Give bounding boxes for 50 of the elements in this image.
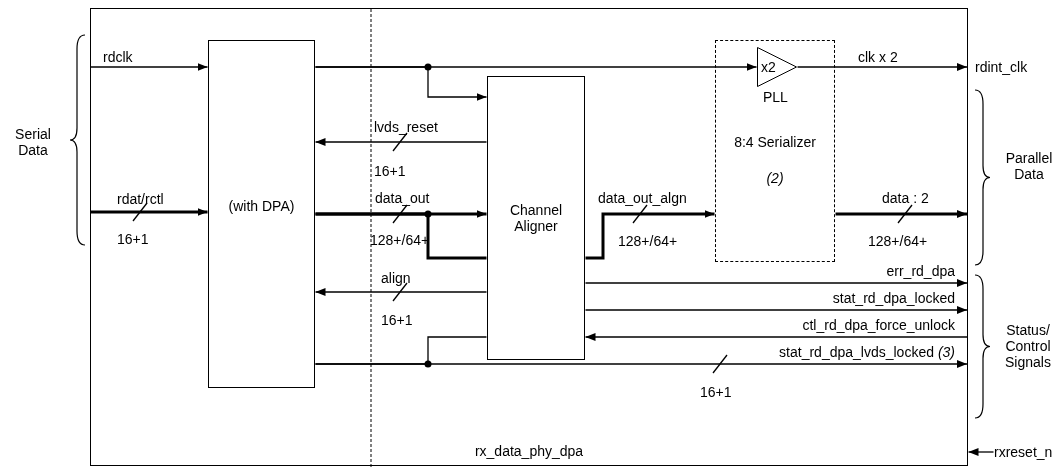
signal-arrow: [91, 208, 208, 216]
block-label: Channel Aligner: [508, 202, 564, 234]
signal-arrow: [585, 210, 715, 260]
signal-label: rdat/rctl: [117, 191, 164, 207]
signal-arrow: [90, 63, 209, 71]
aligner-block: [487, 76, 585, 360]
signal-label: err_rd_dpa: [886, 263, 955, 279]
signal-arrow: [835, 210, 967, 218]
bus-width-label: 16+1: [117, 231, 149, 247]
amplifier-triangle: [757, 47, 797, 87]
signal-label: lvds_reset: [374, 119, 438, 135]
function-block: [208, 40, 315, 388]
block-label: rx_data_phy_dpa: [474, 443, 584, 459]
signal-label: align: [381, 270, 411, 286]
module-frame: [90, 8, 968, 466]
signal-label: rdclk: [103, 49, 133, 65]
signal-arrow: [796, 63, 968, 71]
block-label: 8:4 Serializer: [733, 134, 817, 150]
dashed-block: [715, 40, 835, 262]
signal-arrow: [584, 333, 968, 341]
signal-label: clk x 2: [858, 49, 898, 65]
signal-line: [315, 212, 487, 260]
signal-arrow: [584, 306, 968, 314]
block-label: PLL: [763, 89, 788, 105]
bus-width-label: 16+1: [700, 384, 732, 400]
signal-label: data_out: [375, 190, 430, 206]
multiplier-text: x2: [761, 59, 776, 75]
signal-arrow: [314, 288, 488, 296]
block-label: (2): [765, 170, 785, 186]
signal-label: data_out_algn: [598, 190, 687, 206]
signal-name: rxreset_n: [994, 444, 1053, 460]
signal-label: data : 2: [882, 190, 929, 206]
group-label: Serial Data: [14, 126, 52, 158]
bus-width-label: 16+1: [381, 312, 413, 328]
signal-label: stat_rd_dpa_lvds_locked (3): [779, 344, 955, 360]
signal-arrow: [314, 138, 488, 146]
group-label: Parallel Data: [1004, 150, 1054, 182]
signal-arrow: [314, 66, 488, 101]
group-label: Status/ Control Signals: [1004, 322, 1052, 370]
signal-name: rdint_clk: [975, 59, 1028, 75]
signal-label: stat_rd_dpa_locked: [832, 290, 955, 306]
signal-label: ctl_rd_dpa_force_unlock: [802, 317, 955, 333]
signal-arrow: [967, 448, 995, 456]
signal-arrow: [584, 279, 968, 287]
bus-width-label: 128+/64+: [370, 232, 430, 248]
bus-width-label: 16+1: [374, 163, 406, 179]
signal-line: [314, 336, 488, 365]
bus-width-label: 128+/64+: [618, 233, 678, 249]
block-label: (with DPA): [227, 198, 296, 214]
bus-width-label: 128+/64+: [868, 233, 928, 249]
